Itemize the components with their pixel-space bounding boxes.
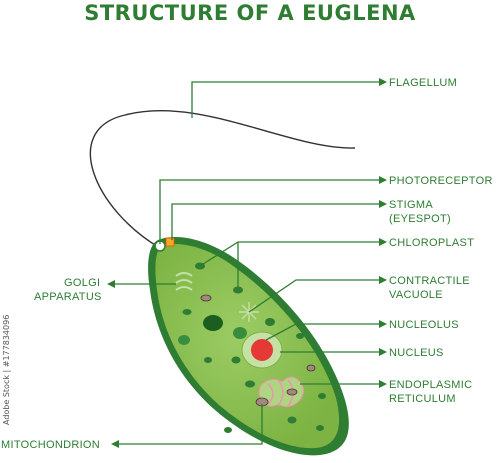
leader-contractile-vacuole xyxy=(248,279,380,313)
label-apparatus: APPARATUS xyxy=(34,291,102,303)
chloroplasts xyxy=(178,262,326,433)
mitochondria xyxy=(200,294,316,407)
label-mitochondrion: MITOCHONDRION xyxy=(1,439,100,451)
flagellum xyxy=(89,110,356,249)
watermark-text: Adobe Stock | #177834096 xyxy=(2,314,11,425)
label-chloroplast: CHLOROPLAST xyxy=(389,237,474,249)
label-golgi: GOLGI xyxy=(64,277,100,289)
leader-mitochondrion xyxy=(118,404,263,445)
label-endoplasmic: ENDOPLASMIC xyxy=(389,379,472,391)
stigma-eyespot xyxy=(165,237,175,247)
label-nucleus: NUCLEUS xyxy=(389,347,444,359)
label-stigma: STIGMA xyxy=(389,199,433,211)
label-reticulum: RETICULUM xyxy=(389,393,456,405)
golgi-apparatus xyxy=(175,272,193,291)
leader-photoreceptor xyxy=(159,179,380,244)
leader-nucleolus xyxy=(265,323,380,341)
diagram-title: STRUCTURE OF A EUGLENA xyxy=(84,1,416,25)
label-vacuole: VACUOLE xyxy=(389,289,443,301)
leader-stigma xyxy=(171,203,380,240)
label-contractile: CONTRACTILE xyxy=(389,275,470,287)
label-stigma-eyespot: (EYESPOT) xyxy=(389,213,451,225)
nucleolus xyxy=(251,339,273,361)
label-flagellum: FLAGELLUM xyxy=(389,77,457,89)
leader-flagellum xyxy=(191,81,380,118)
label-photoreceptor: PHOTORECEPTOR xyxy=(389,175,493,187)
label-nucleolus: NUCLEOLUS xyxy=(389,319,459,331)
